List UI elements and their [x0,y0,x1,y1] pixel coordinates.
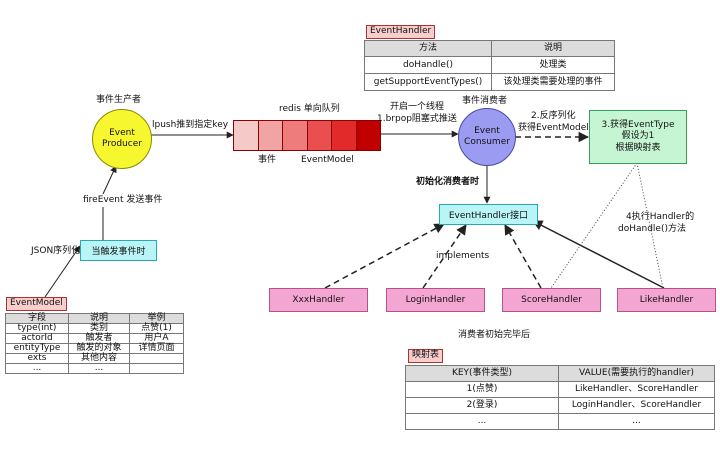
table-cell [129,353,184,364]
trigger-label: 当触发事件时 [91,247,146,257]
table-cell: exts [5,353,69,364]
table-header: 说明 [68,313,130,324]
xxx-handler-box: XxxHandler [269,288,368,312]
eventtype-to-score-dotted [550,162,638,289]
event-type-line2: 假设为1 [621,131,655,142]
table-cell: 详情页面 [129,343,184,354]
json-serialize-label: JSON序列化 [31,246,81,256]
table-cell: 1(点赞) [405,381,559,398]
queue-caption: redis 单向队列 [279,104,340,114]
queue-cell [283,121,308,150]
queue-cell [234,121,259,150]
table-cell: 点赞(1) [129,323,184,334]
like-handler-box: LikeHandler [617,288,716,312]
table-cell: ... [68,363,130,374]
handler-label: LoginHandler [405,295,466,305]
table-cell: actorId [5,333,69,344]
table-cell: ... [405,413,559,430]
queue-label-model: EventModel [301,155,354,165]
table-header: VALUE(需要执行的handler) [558,365,715,382]
table-cell: 2(登录) [405,397,559,414]
fire-event-arrow [102,165,117,195]
table-cell: 用户A [129,333,184,344]
event-model-table-tag: EventModel [6,297,67,311]
handler-label: ScoreHandler [521,295,582,305]
exec-label-2: doHandle()方法 [618,224,686,234]
exec-label-1: 4执行Handler的 [626,212,695,222]
consumer-caption: 事件消费者 [462,96,508,106]
event-handler-table: 方法 说明 doHandle() 处理类 getSupportEventType… [364,40,615,91]
score-handler-box: ScoreHandler [502,288,601,312]
thread-label-2: 1.brpop阻塞式推送 [377,114,457,124]
deserialize-label-1: 2.反序列化 [531,111,576,121]
score-implements-arrow [504,224,542,289]
table-cell: entityType [5,343,69,354]
login-implements-arrow [422,224,467,289]
event-producer-node: Event Producer [92,109,152,169]
eventtype-to-like-dotted [636,162,664,289]
table-header: 说明 [491,40,615,57]
table-cell [129,363,184,374]
handler-label: XxxHandler [292,295,345,305]
like-implements-arrow [532,220,665,289]
producer-line1: Event [109,128,135,139]
queue-cell [332,121,357,150]
json-serialize-arrow [44,245,81,298]
table-header: 方法 [364,40,492,57]
event-type-line1: 3.获得EventType [601,120,675,131]
consumer-line1: Event [474,126,500,137]
trigger-box: 当触发事件时 [80,240,157,261]
queue-cell [258,121,283,150]
queue-label-event: 事件 [258,155,277,165]
login-handler-box: LoginHandler [386,288,485,312]
thread-label-1: 开启一个线程 [390,102,445,112]
table-header: 字段 [5,313,69,324]
xxx-implements-arrow [324,223,445,289]
redis-queue [233,120,381,151]
mapping-table: KEY(事件类型) VALUE(需要执行的handler) 1(点赞) Like… [405,365,715,430]
table-cell: getSupportEventTypes() [364,73,492,91]
lpush-label: lpush推到指定key [152,120,229,130]
consumer-init-done-label: 消费者初始完毕后 [458,330,531,340]
event-model-table: 字段 说明 举例 type(int) 类别 点赞(1) actorId 触发者 … [5,313,184,374]
table-cell: 其他内容 [68,353,130,364]
table-cell: ... [558,413,715,430]
table-cell: type(int) [5,323,69,334]
producer-line2: Producer [102,139,142,149]
handler-label: LikeHandler [639,295,694,305]
table-header: KEY(事件类型) [405,365,559,382]
event-handler-interface: EventHandler接口 [439,204,538,225]
fire-event-label: fireEvent 发送事件 [83,195,163,205]
table-cell: LoginHandler、ScoreHandler [558,397,715,414]
table-cell: 触发者 [68,333,130,344]
queue-cell [356,121,380,150]
init-consumer-label: 初始化消费者时 [416,177,480,187]
deserialize-label-2: 获得EventModel [518,123,589,133]
event-consumer-node: Event Consumer [458,108,516,166]
implements-label: implements [436,251,490,261]
table-cell: ... [5,363,69,374]
event-handler-table-tag: EventHandler [366,25,436,39]
interface-label: EventHandler接口 [448,211,529,221]
table-cell: 该处理类需要处理的事件 [491,73,615,91]
table-header: 举例 [129,313,184,324]
table-cell: LikeHandler、ScoreHandler [558,381,715,398]
consumer-line2: Consumer [464,137,510,147]
table-cell: 触发的对象 [68,343,130,354]
table-cell: 类别 [68,323,130,334]
event-type-box: 3.获得EventType 假设为1 根据映射表 [589,110,687,164]
mapping-table-tag: 映射表 [408,349,444,363]
queue-cell [307,121,332,150]
producer-caption: 事件生产者 [96,95,142,105]
event-type-line3: 根据映射表 [615,142,661,153]
